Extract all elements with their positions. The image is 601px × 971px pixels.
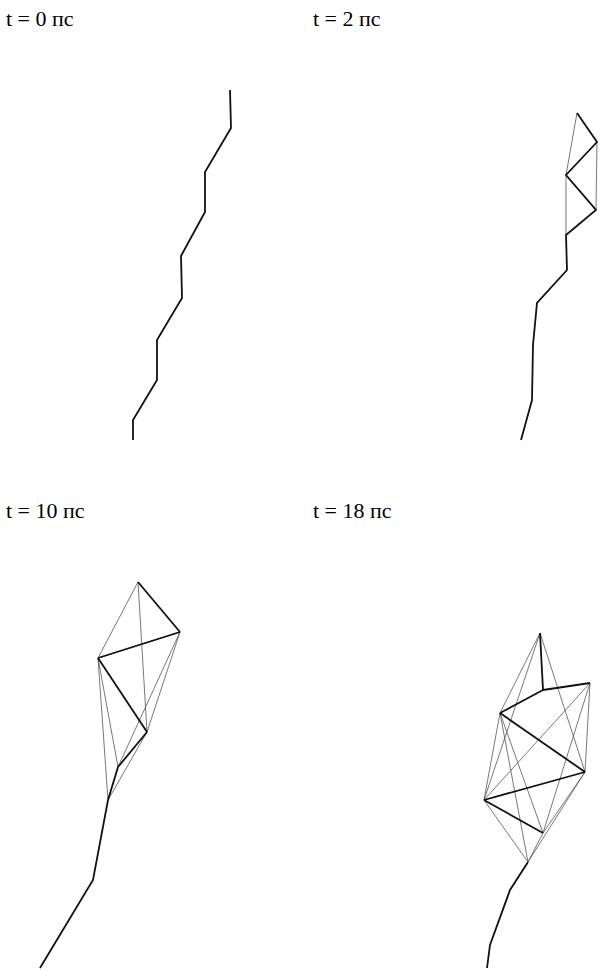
time-label: t = 0 пс [6, 8, 74, 30]
chain-18ps [484, 633, 590, 968]
chain-10ps [40, 582, 180, 968]
time-label: t = 2 пс [313, 8, 381, 30]
time-label: t = 18 пс [313, 500, 392, 522]
initial-chain [133, 90, 231, 440]
chain-2ps [521, 113, 597, 440]
time-label: t = 10 пс [6, 500, 85, 522]
